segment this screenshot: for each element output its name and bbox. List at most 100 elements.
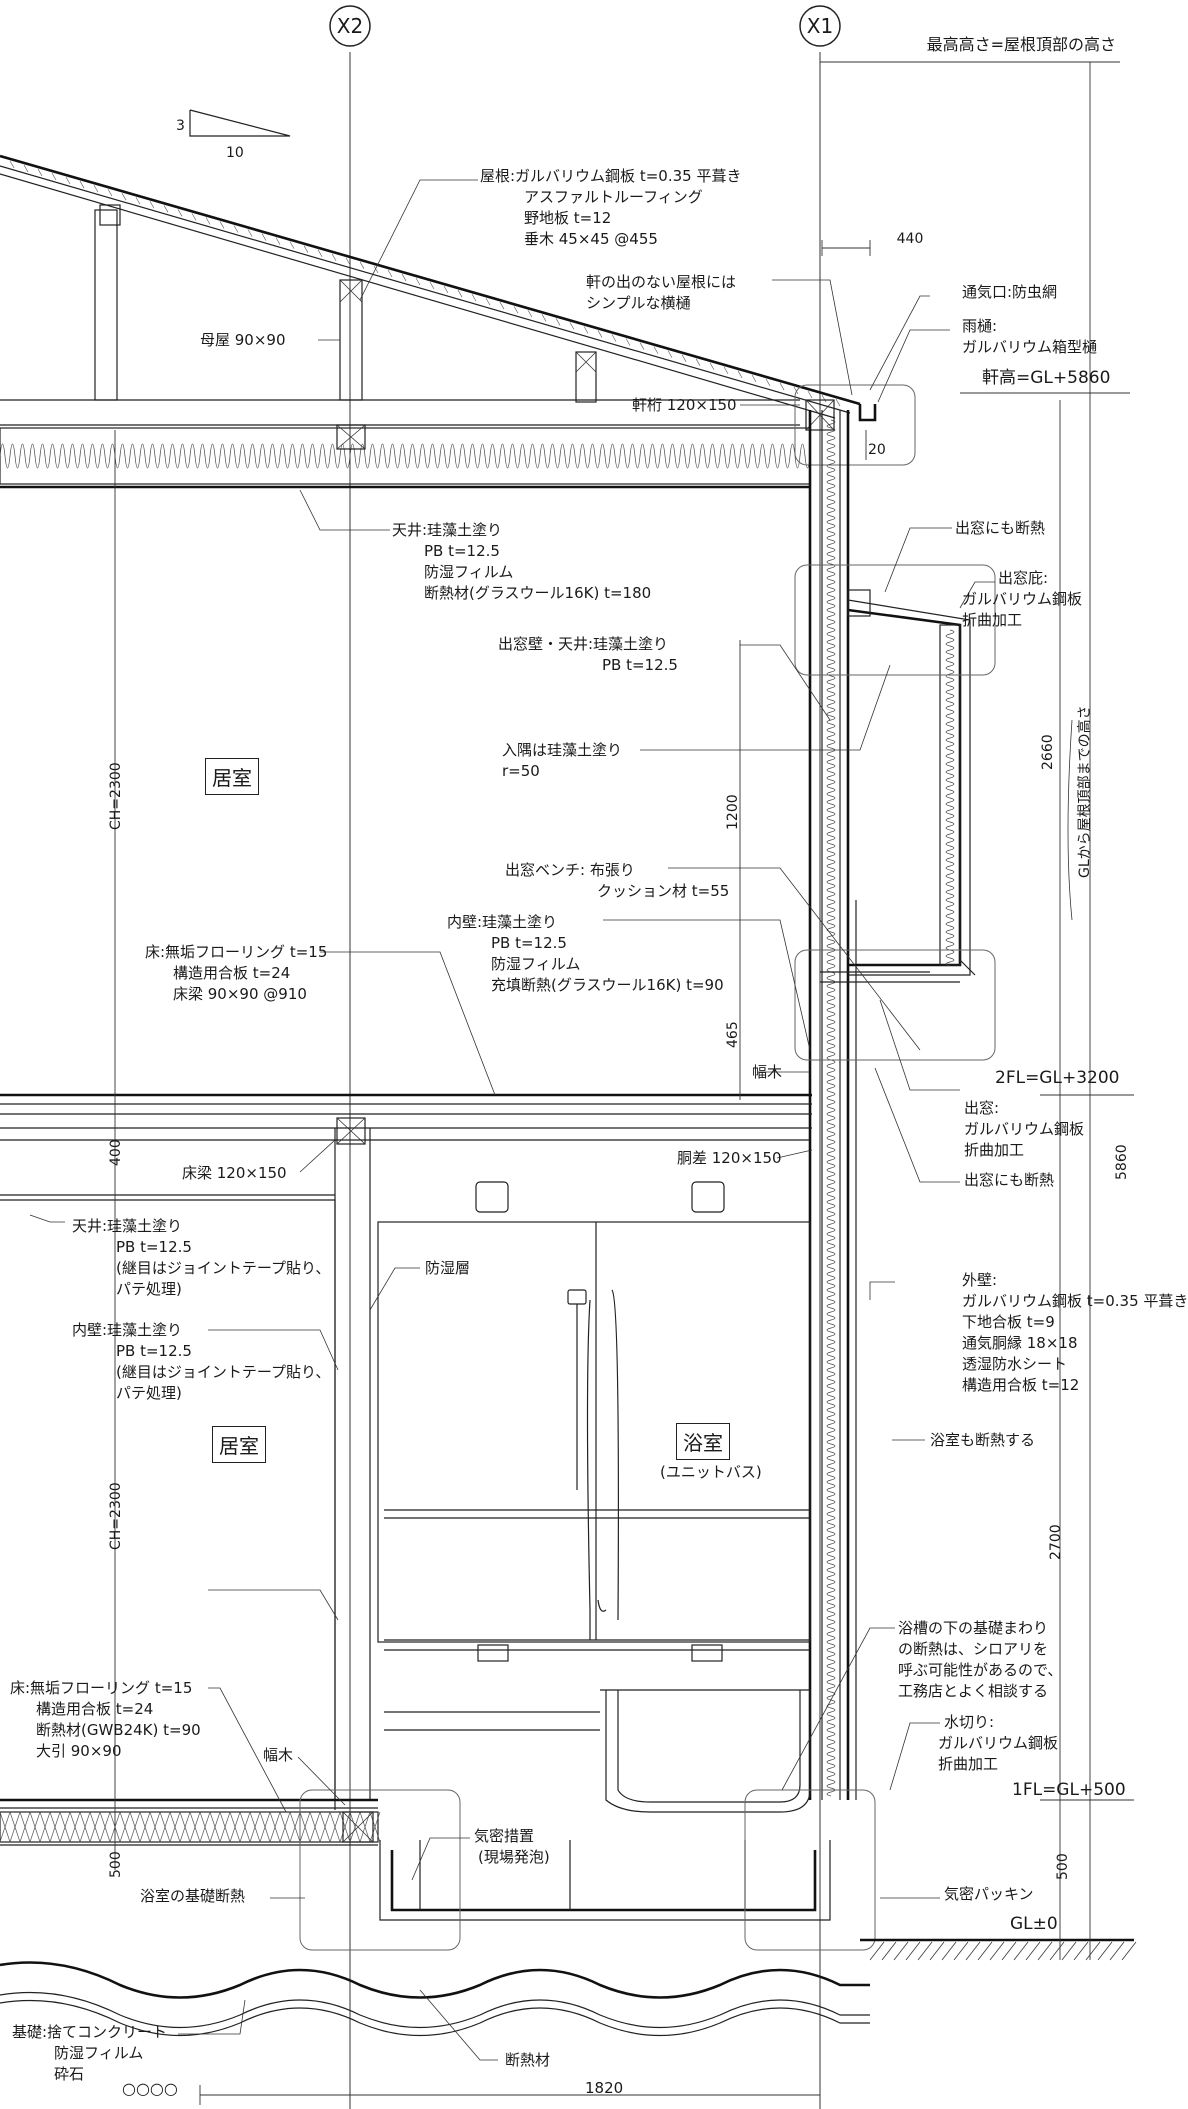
inner-wall-2f-line: 内壁:珪藻土塗り [447,913,558,931]
inner-wall-2f-note: 内壁:珪藻土塗り PB t=12.5 防湿フィルム 充填断熱(グラスウール16K… [447,912,724,996]
fl2-label: 2FL=GL+3200 [995,1068,1120,1088]
ceiling-1f-line: PB t=12.5 [116,1238,192,1256]
floor-1f [0,1798,381,1846]
exterior-wall-line: ガルバリウム鋼板 t=0.35 平葺き [962,1292,1188,1310]
inner-wall-1f-line: PB t=12.5 [116,1342,192,1360]
termite-line: 工務店とよく相談する [898,1682,1049,1700]
dim-5860: 5860 [1114,1144,1130,1180]
drip-note: 水切り: ガルバリウム鋼板 折曲加工 [938,1712,1058,1775]
bench-note: 出窓ベンチ: 布張り クッション材 t=55 [505,860,729,902]
foundation-line: 砕石 [54,2065,85,2083]
exterior-wall-line: 外壁: [962,1271,998,1289]
insulation-label: 断熱材 [505,2051,551,2069]
baseboard-1f-label: 幅木 [263,1746,294,1764]
exterior-wall-line: 透湿防水シート [962,1355,1068,1373]
bay-eave-line: 折曲加工 [962,611,1023,629]
baseboard-2f-label: 幅木 [752,1063,783,1081]
dim-1820: 1820 [585,2079,624,2097]
ceiling-2f-line: PB t=12.5 [424,542,500,560]
floor-2f [0,1093,812,1810]
ceiling-1f-line: 天井:珪藻土塗り [72,1217,183,1235]
section-drawing: X2 X1 最高高さ=屋根頂部の高さ 3 10 [0,5,1137,2109]
grid-lines [349,52,1120,2109]
dim-500-right: 500 [1055,1853,1071,1880]
exterior-wall [808,410,857,1800]
leader-lines [29,179,995,2061]
drip-line: 水切り: [944,1713,995,1731]
floor-2f-note: 床:無垢フローリング t=15 構造用合板 t=24 床梁 90×90 @910 [145,942,327,1005]
termite-line: 呼ぶ可能性があるので、 [898,1661,1063,1679]
roof-note-line: 野地板 t=12 [524,209,612,227]
grid-label-x1: X1 [807,14,833,38]
gutter-label: 雨樋: ガルバリウム箱型樋 [962,316,1097,358]
termite-note: 浴槽の下の基礎まわり の断熱は、シロアリを 呼ぶ可能性があるので、 工務店とよく… [898,1618,1062,1702]
bay-window-line: ガルバリウム鋼板 [964,1120,1085,1138]
circles-mark: ○○○○ [122,2079,178,2098]
ceiling-2f [0,399,811,489]
inner-wall-1f-line: パテ処理) [116,1384,182,1402]
floor-2f-line: 床:無垢フローリング t=15 [145,943,328,961]
ceiling-1f-line: (継目はジョイントテープ貼り、 [116,1259,331,1277]
inner-wall-2f-line: PB t=12.5 [491,934,567,952]
inner-wall-1f-note: 内壁:珪藻土塗り PB t=12.5 (継目はジョイントテープ貼り、 パテ処理) [72,1320,330,1404]
eave-beam-label: 軒桁 120×150 [632,396,737,414]
bay-window-line: 出窓: [964,1099,1000,1117]
room-2f-label: 居室 [205,758,259,795]
bay-eave-line: ガルバリウム鋼板 [962,590,1083,608]
airtight-line: 気密措置 [474,1827,535,1845]
inner-wall-1f-line: 内壁:珪藻土塗り [72,1321,183,1339]
bath-label: 浴室 [676,1423,730,1460]
grid-label-x2: X2 [337,14,363,38]
dim-20: 20 [868,442,886,458]
inner-wall-2f-line: 防湿フィルム [491,955,581,973]
exterior-wall-line: 下地合板 t=9 [962,1313,1055,1331]
dimension-lines [114,62,1134,2105]
bay-window-note: 出窓: ガルバリウム鋼板 折曲加工 [964,1098,1084,1161]
bay-window-line: 折曲加工 [964,1141,1025,1159]
ceiling-2f-line: 天井:珪藻土塗り [392,521,503,539]
eave-height-label: 軒高=GL+5860 [982,368,1111,388]
exterior-wall-note: 外壁: ガルバリウム鋼板 t=0.35 平葺き 下地合板 t=9 通気胴縁 18… [962,1270,1188,1396]
gl-height-note: GLから屋根頂部までの高さ [1077,705,1093,878]
ceiling-1f-line: パテ処理) [116,1280,182,1298]
vapor-barrier-label: 防湿層 [425,1259,471,1277]
termite-line: 浴槽の下の基礎まわり [898,1619,1049,1637]
dim-2700: 2700 [1048,1524,1064,1560]
roof-note-line: 垂木 45×45 @455 [524,230,658,248]
dim-440: 440 [897,231,924,247]
dim-500-left: 500 [108,1851,124,1878]
bay-eave-note: 出窓庇: ガルバリウム鋼板 折曲加工 [962,568,1082,631]
bay-window [794,564,996,1061]
bath-foundation-label: 浴室の基礎断熱 [140,1887,246,1905]
floor-beam-label: 床梁 120×150 [182,1164,287,1182]
gutter-line: 雨樋: [962,317,998,335]
foundation-note: 基礎:捨てコンクリート 防湿フィルム 砕石 [12,2022,167,2085]
termite-line: の断熱は、シロアリを [898,1640,1049,1658]
foundation-line: 防湿フィルム [54,2044,144,2062]
bath-insul-label: 浴室も断熱する [930,1431,1036,1449]
floor-1f-line: 床:無垢フローリング t=15 [10,1679,193,1697]
bay-insul-top-label: 出窓にも断熱 [955,519,1046,537]
foundation [0,1789,1137,2037]
corner-line: r=50 [502,762,540,780]
dim-400: 400 [108,1139,124,1166]
inner-wall-2f-line: 充填断熱(グラスウール16K) t=90 [491,976,724,994]
roof-note-line: アスファルトルーフィング [524,188,703,206]
bath-sub-label: (ユニットバス) [660,1463,762,1481]
eave-note: 軒の出のない屋根には シンプルな横樋 [586,272,736,314]
corner-line: 入隅は珪藻土塗り [502,741,623,759]
floor-2f-line: 構造用合板 t=24 [173,964,291,982]
drip-line: ガルバリウム鋼板 [938,1734,1059,1752]
unit-bath [377,1181,811,1813]
floor-1f-line: 大引 90×90 [36,1742,122,1760]
top-height-note: 最高高さ=屋根頂部の高さ [927,35,1116,54]
bench-line: 出窓ベンチ: 布張り [505,861,635,879]
dim-465: 465 [725,1021,741,1048]
grid-bubble-x2: X2 [329,5,371,47]
room-1f [0,1194,336,1800]
ceiling-2f-line: 防湿フィルム [424,563,514,581]
roof-note-line: 屋根:ガルバリウム鋼板 t=0.35 平葺き [480,167,742,185]
slope-rise: 3 [176,118,185,134]
bay-wall-line: 出窓壁・天井:珪藻土塗り [498,635,669,653]
slope-run: 10 [226,145,244,161]
